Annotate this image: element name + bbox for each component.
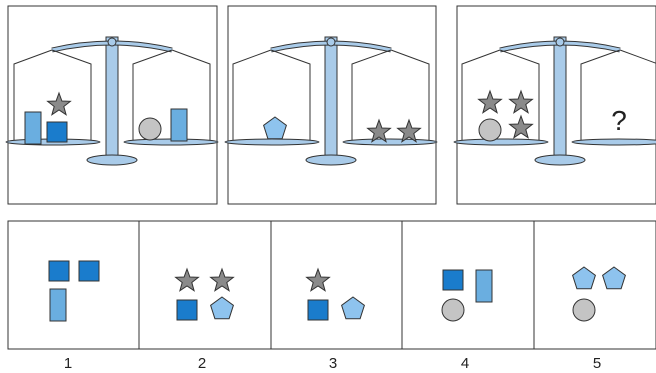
option-3[interactable]: 3 [271, 221, 402, 372]
option-4[interactable]: 4 [402, 221, 534, 372]
circle-shape [572, 298, 596, 322]
circle-shape [441, 298, 465, 322]
right-pan-items [366, 118, 422, 143]
star-shape [174, 267, 200, 292]
option-number: 2 [198, 355, 206, 372]
option-2[interactable]: 2 [139, 221, 271, 372]
square-shape [442, 269, 464, 291]
tall-rect-shape [49, 288, 67, 322]
star-shape [366, 118, 392, 143]
pentagon-shape [210, 296, 234, 320]
star-shape [508, 89, 534, 114]
unknown-marker: ? [611, 105, 627, 136]
star-shape [209, 267, 235, 292]
pentagon-shape [341, 296, 365, 320]
circle-shape [478, 118, 502, 142]
star-shape [396, 118, 422, 143]
answer-options: 1 2 3 4 5 [7, 220, 656, 372]
scale-panel-3: ? [454, 5, 656, 205]
option-1[interactable]: 1 [8, 221, 139, 372]
circle-shape [138, 117, 162, 141]
left-pan-items [263, 116, 287, 140]
tall-rect-shape [24, 111, 42, 145]
square-shape [307, 299, 329, 321]
scale-panel-2 [225, 5, 437, 205]
tall-rect-shape [475, 269, 493, 303]
option-number: 1 [64, 355, 72, 372]
scale-panel-1 [6, 5, 218, 205]
left-pan-items [477, 89, 534, 142]
option-5[interactable]: 5 [534, 221, 656, 372]
pentagon-shape [263, 116, 287, 140]
option-number: 4 [461, 355, 469, 372]
square-shape [48, 260, 70, 282]
tall-rect-shape [170, 108, 188, 142]
star-shape [46, 91, 72, 116]
square-shape [46, 121, 68, 143]
right-pan-items [138, 108, 188, 142]
star-shape [305, 267, 331, 292]
pentagon-shape [602, 266, 626, 290]
left-pan-items [24, 91, 72, 145]
star-shape [508, 114, 534, 139]
square-shape [78, 260, 100, 282]
square-shape [176, 299, 198, 321]
option-number: 3 [329, 355, 337, 372]
star-shape [477, 89, 503, 114]
option-number: 5 [593, 355, 601, 372]
pentagon-shape [572, 266, 596, 290]
